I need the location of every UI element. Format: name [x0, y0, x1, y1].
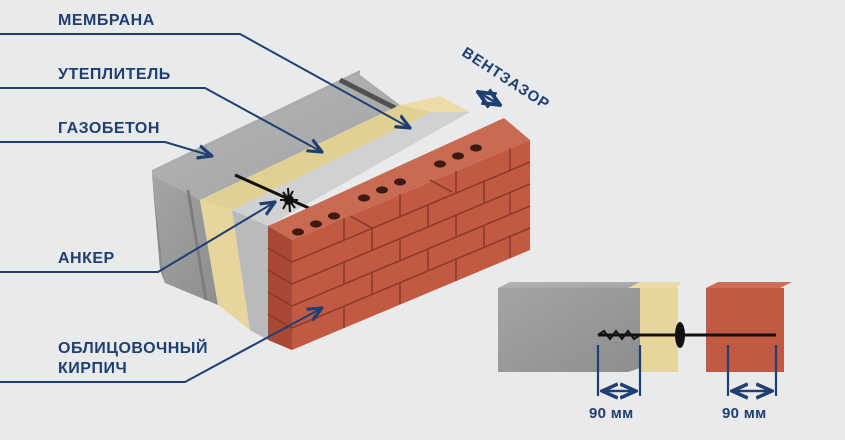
facing-brick-wall	[267, 118, 531, 350]
dimension-brick-thickness: 90 мм	[722, 405, 767, 422]
label-facing-brick-line1: ОБЛИЦОВОЧНЫЙ	[58, 340, 208, 357]
callout-lines	[0, 33, 410, 383]
label-insulation: УТЕПЛИТЕЛЬ	[58, 66, 171, 83]
dimension-block-thickness: 90 мм	[589, 405, 634, 422]
ventilation-gap-arrow	[478, 92, 500, 105]
label-membrane: МЕМБРАНА	[58, 12, 155, 29]
label-anchor: АНКЕР	[58, 250, 115, 267]
label-aerated-concrete: ГАЗОБЕТОН	[58, 120, 160, 137]
section-detail	[498, 282, 792, 372]
dimension-arrows	[596, 345, 778, 396]
label-facing-brick-line2: КИРПИЧ	[58, 360, 128, 377]
